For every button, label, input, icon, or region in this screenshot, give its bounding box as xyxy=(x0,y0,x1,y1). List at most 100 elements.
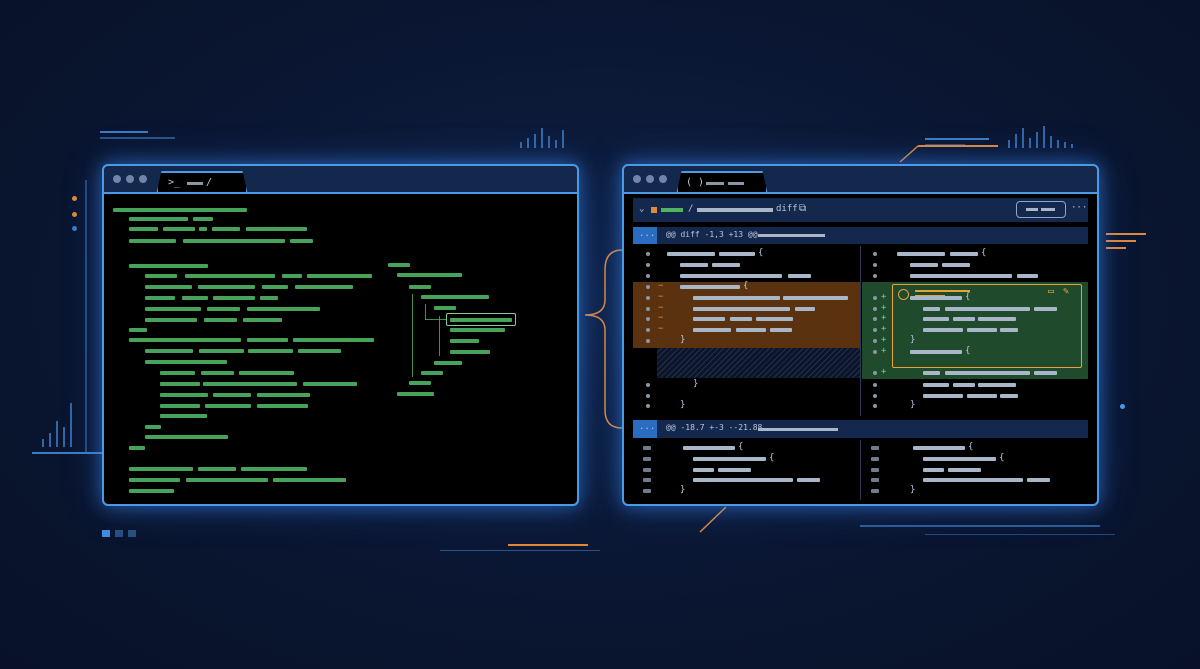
decor-bar xyxy=(1071,144,1073,148)
code-line xyxy=(680,285,740,289)
terminal-output[interactable] xyxy=(104,192,577,504)
tree-connector xyxy=(425,304,426,320)
window-control-dot[interactable] xyxy=(633,175,641,183)
line-number xyxy=(871,489,879,493)
code-line xyxy=(450,318,512,322)
code-brace: } xyxy=(910,400,916,410)
code-line xyxy=(718,468,751,472)
expand-hunk-button[interactable]: ... xyxy=(633,227,657,244)
code-line xyxy=(163,227,195,231)
code-line xyxy=(185,274,275,278)
code-line xyxy=(967,328,997,332)
code-line xyxy=(693,468,714,472)
decor-bar xyxy=(520,142,522,148)
code-line xyxy=(243,318,282,322)
code-line xyxy=(248,349,293,353)
decor-bar xyxy=(42,439,44,447)
comment-icon[interactable]: ▭ xyxy=(1048,286,1055,297)
file-label: diff xyxy=(776,204,798,214)
code-line xyxy=(213,296,255,300)
code-line xyxy=(129,227,158,231)
code-line xyxy=(1034,307,1057,311)
decor-bar xyxy=(541,128,543,148)
decor-bar xyxy=(1050,136,1052,148)
code-line xyxy=(307,274,372,278)
chevron-down-icon[interactable]: ⌄ xyxy=(639,204,645,214)
code-line xyxy=(910,296,962,300)
code-line xyxy=(129,328,147,332)
code-line xyxy=(953,383,975,387)
code-line xyxy=(923,317,949,321)
code-line xyxy=(129,217,188,221)
line-number xyxy=(873,263,877,267)
window-control-dot[interactable] xyxy=(113,175,121,183)
code-line xyxy=(129,489,174,493)
decor-bar xyxy=(534,134,536,148)
code-brace: { xyxy=(769,453,775,463)
code-line xyxy=(160,404,200,408)
code-line xyxy=(795,307,815,311)
hunk-header: ... @@ diff -1,3 +13 @@ xyxy=(633,227,1088,244)
path-separator: / xyxy=(688,204,694,214)
code-line xyxy=(712,263,740,267)
code-line xyxy=(910,350,962,354)
code-line xyxy=(693,457,766,461)
hunk-header-text: @@ -18.7 +-3 --21.88 xyxy=(666,423,763,432)
edit-icon[interactable]: ✎ xyxy=(1063,286,1070,297)
window-control-dot[interactable] xyxy=(646,175,654,183)
window-control-dot[interactable] xyxy=(659,175,667,183)
code-line xyxy=(199,227,207,231)
code-brace: } xyxy=(680,485,686,495)
window-control-dot[interactable] xyxy=(139,175,147,183)
window-control-dot[interactable] xyxy=(126,175,134,183)
code-line xyxy=(770,328,792,332)
line-number xyxy=(873,307,877,311)
code-line xyxy=(923,328,963,332)
line-number xyxy=(873,317,877,321)
line-number xyxy=(646,394,650,398)
code-line xyxy=(788,274,811,278)
expand-hunk-button[interactable]: ... xyxy=(633,420,657,438)
code-line xyxy=(246,227,307,231)
tree-connector xyxy=(439,316,440,356)
code-line xyxy=(298,349,341,353)
copy-icon[interactable]: ⧉ xyxy=(799,203,807,214)
removed-marker: − xyxy=(658,313,664,323)
code-line xyxy=(293,338,374,342)
decor-bar xyxy=(555,140,557,148)
added-marker: + xyxy=(881,313,887,323)
code-brace: } xyxy=(680,400,686,410)
code-line xyxy=(978,317,1016,321)
added-marker: + xyxy=(881,324,887,334)
code-line xyxy=(1027,478,1050,482)
line-number xyxy=(646,263,650,267)
code-brace: } xyxy=(910,485,916,495)
line-number xyxy=(643,457,651,461)
selected-node-highlight[interactable] xyxy=(446,313,516,326)
removed-marker: − xyxy=(658,303,664,313)
code-line xyxy=(397,273,462,277)
code-brace: { xyxy=(968,442,974,452)
more-options-button[interactable]: ··· xyxy=(1071,203,1088,213)
code-line xyxy=(260,296,278,300)
code-line xyxy=(950,252,978,256)
code-line xyxy=(948,468,981,472)
comment-avatar-icon xyxy=(898,289,909,300)
line-number xyxy=(646,317,650,321)
code-line xyxy=(693,296,780,300)
removed-block xyxy=(633,282,860,348)
view-toggle-button[interactable] xyxy=(1016,201,1066,218)
code-line xyxy=(450,339,479,343)
line-number xyxy=(646,296,650,300)
code-line xyxy=(756,317,793,321)
line-number xyxy=(646,252,650,256)
code-line xyxy=(145,318,197,322)
code-line xyxy=(897,252,945,256)
code-line xyxy=(730,317,752,321)
code-line xyxy=(183,239,285,243)
line-number xyxy=(873,339,877,343)
code-line xyxy=(913,446,965,450)
code-line xyxy=(262,285,288,289)
code-line xyxy=(923,457,996,461)
